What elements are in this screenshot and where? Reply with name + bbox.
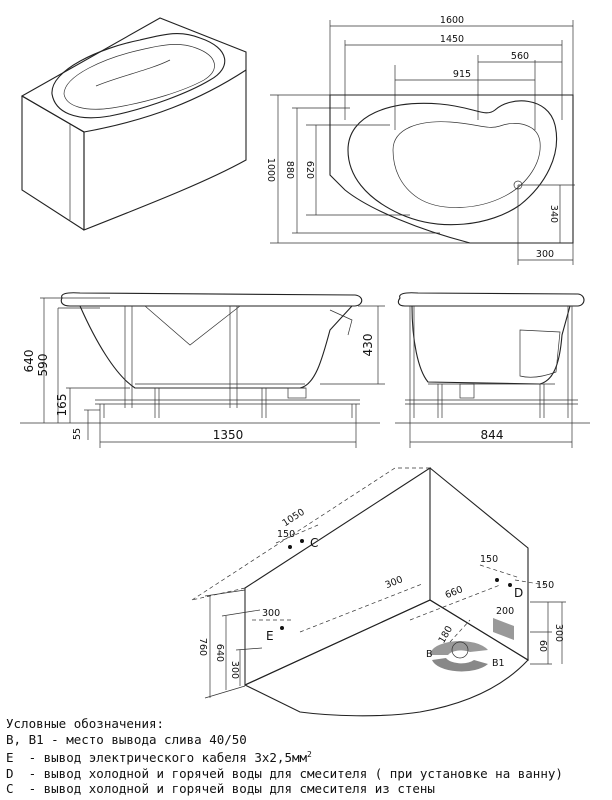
legend-line-e: E - вывод электрического кабеля 3х2,5мм2 bbox=[6, 747, 606, 766]
dim-drain-300: 300 bbox=[536, 249, 554, 260]
dim-height-620: 620 bbox=[304, 161, 315, 179]
dim-height-165: 165 bbox=[55, 394, 69, 417]
dim-width-inner: 1450 bbox=[440, 34, 464, 45]
dim-c-150: 150 bbox=[277, 529, 295, 540]
dim-height-640: 640 bbox=[22, 350, 36, 373]
dim-height-590: 590 bbox=[36, 354, 50, 377]
dim-height-880: 880 bbox=[284, 161, 295, 179]
legend-line-b: B, B1 - место вывода слива 40/50 bbox=[6, 731, 247, 747]
dim-width-total: 1600 bbox=[440, 15, 464, 26]
legend-line-e-text: E - вывод электрического кабеля 3х2,5мм bbox=[6, 750, 308, 766]
legend: Условные обозначения: B, B1 - место выво… bbox=[6, 716, 606, 797]
bathtub-front-view: 640 590 165 55 430 bbox=[20, 292, 385, 448]
dim-e-300: 300 bbox=[262, 608, 280, 619]
dim-floor-660: 660 bbox=[444, 584, 465, 601]
dim-height-640: 640 bbox=[214, 644, 225, 662]
dim-depth-430: 430 bbox=[361, 334, 375, 357]
legend-line-e-sup: 2 bbox=[307, 750, 312, 759]
dim-leg-55: 55 bbox=[72, 428, 83, 440]
dim-wall-1050: 1050 bbox=[281, 507, 307, 529]
dim-height-total: 1000 bbox=[265, 158, 276, 182]
bathtub-side-view: 844 bbox=[395, 292, 590, 448]
label-c: C bbox=[310, 536, 318, 550]
bathtub-3d-view bbox=[20, 17, 247, 231]
dim-width-915: 915 bbox=[453, 69, 471, 80]
dim-floor-200: 200 bbox=[496, 606, 514, 617]
dim-height-300-left: 300 bbox=[229, 661, 240, 679]
dim-d-150-left: 150 bbox=[480, 554, 498, 565]
legend-line-d: D - вывод холодной и горячей воды для см… bbox=[6, 765, 563, 781]
label-b: B bbox=[426, 649, 433, 660]
bathtub-top-view: 1600 1450 915 560 1000 880 620 340 bbox=[265, 15, 575, 265]
label-b1: B1 bbox=[492, 658, 505, 669]
legend-line-c: C - вывод холодной и горячей воды для см… bbox=[6, 781, 435, 797]
dim-d-150-right: 150 bbox=[536, 580, 554, 591]
dim-height-300-right: 300 bbox=[553, 624, 564, 642]
label-e: E bbox=[266, 629, 274, 643]
dim-drain-340: 340 bbox=[548, 205, 559, 223]
dim-width-560: 560 bbox=[511, 51, 529, 62]
dim-floor-300: 300 bbox=[384, 574, 405, 591]
installation-view: 1050 760 640 300 300 E 150 C 300 660 150… bbox=[191, 466, 566, 717]
label-d: D bbox=[514, 586, 523, 600]
legend-title: Условные обозначения: bbox=[6, 716, 165, 731]
dim-length-1350: 1350 bbox=[213, 428, 244, 442]
dim-height-60: 60 bbox=[537, 640, 548, 652]
dim-height-760: 760 bbox=[197, 638, 208, 656]
dim-width-844: 844 bbox=[481, 428, 504, 442]
